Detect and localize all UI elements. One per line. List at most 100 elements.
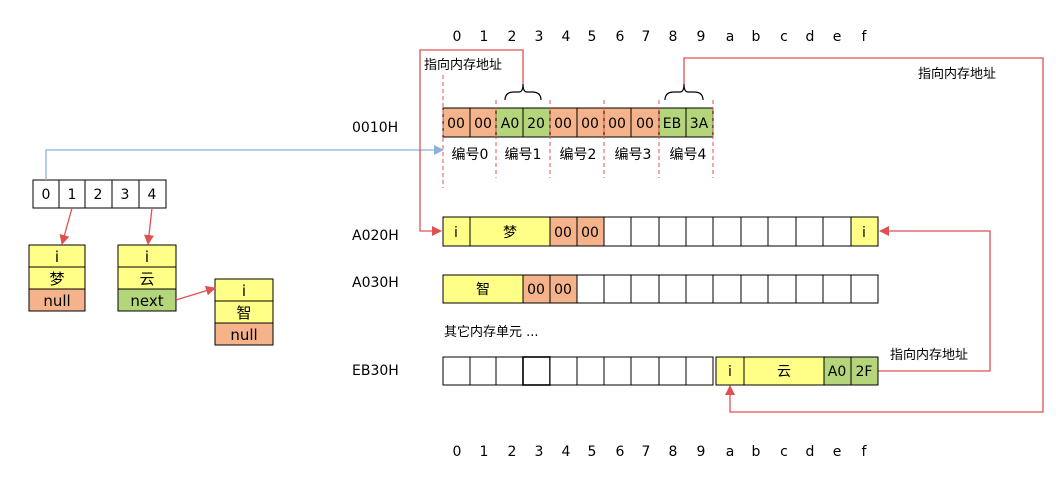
- memory-cell: [630, 107, 660, 138]
- hex-header-cell: 4: [562, 29, 571, 45]
- hex-header-cell: 7: [642, 444, 651, 460]
- node-meng: i 梦 null: [28, 244, 86, 312]
- memory-cell: [603, 107, 632, 138]
- node-field: 云: [139, 270, 154, 288]
- pointer-label: 指向内存地址: [424, 57, 502, 73]
- hex-header-cell: 7: [642, 29, 651, 45]
- index-array: [32, 179, 167, 209]
- hex-header-cell: c: [780, 444, 788, 460]
- index-label: 2: [94, 187, 103, 203]
- node-field: null: [43, 292, 70, 310]
- memory-value: 00: [447, 116, 465, 132]
- index-label: 4: [148, 187, 157, 203]
- row-0010-cells: [442, 107, 714, 138]
- node-arrows: [59, 207, 216, 301]
- node-field: 梦: [49, 270, 64, 288]
- brace-slot4: [664, 83, 704, 101]
- memory-value: i: [862, 225, 866, 241]
- memory-value: A0: [501, 116, 519, 132]
- hex-header-cell: f: [862, 444, 868, 460]
- memory-cell: [442, 107, 471, 138]
- node-field: i: [55, 248, 59, 266]
- hex-header-cell: 2: [508, 29, 517, 45]
- other-memory-units-label: 其它内存单元 ...: [444, 324, 539, 340]
- memory-cell: [576, 107, 605, 138]
- hex-header-cell: e: [833, 29, 842, 45]
- memory-cell: [685, 107, 714, 138]
- hex-header-cell: 0: [453, 444, 462, 460]
- memory-value: 00: [581, 225, 599, 241]
- hex-header-cell: 5: [588, 444, 597, 460]
- hex-header-bottom: 0 1 2 3 4 5 6 7 8 9 a b c d e f: [453, 444, 868, 460]
- slot-label: 编号2: [560, 147, 597, 163]
- memory-value: 00: [581, 116, 599, 132]
- arrow: [144, 207, 154, 245]
- hex-header-cell: 2: [508, 444, 517, 460]
- index-label: 1: [68, 187, 77, 203]
- array-to-hashtable-arrow: [45, 145, 444, 180]
- hex-header-cell: 8: [669, 444, 678, 460]
- hex-header-cell: e: [833, 444, 842, 460]
- memory-value: i: [454, 225, 458, 241]
- row-label: 0010H: [352, 120, 398, 136]
- node-field: i: [145, 248, 149, 266]
- slot4-to-EB30-arrow: [683, 57, 1044, 413]
- slot-label: 编号4: [670, 147, 707, 163]
- slot-label: 编号3: [615, 147, 652, 163]
- memory-value: 00: [474, 116, 492, 132]
- memory-cell: [658, 107, 687, 138]
- node-field: i: [242, 282, 246, 300]
- memory-value: 00: [527, 282, 545, 298]
- memory-value: 00: [636, 116, 654, 132]
- memory-value: 00: [554, 282, 572, 298]
- index-array-labels: 0 1 2 3 4: [42, 187, 157, 203]
- row-A020-values: i 梦 00 00 i: [454, 225, 866, 241]
- hex-header-cell: 4: [562, 444, 571, 460]
- hex-header-cell: 5: [588, 29, 597, 45]
- memory-value: 3A: [690, 116, 709, 132]
- memory-value: EB: [663, 116, 681, 132]
- hex-header-cell: 0: [453, 29, 462, 45]
- hex-header-cell: a: [726, 444, 735, 460]
- hex-header-cell: 9: [697, 29, 706, 45]
- memory-value: 云: [777, 364, 791, 380]
- row-A030-cells: [442, 274, 879, 304]
- memory-value: 2F: [856, 364, 873, 380]
- memory-value: 智: [476, 282, 490, 298]
- hex-header-cell: 8: [669, 29, 678, 45]
- row-0010-values: 00 00 A0 20 00 00 00 00 EB 3A: [447, 116, 709, 132]
- hex-header-cell: 3: [535, 444, 544, 460]
- slot-labels: 编号0 编号1 编号2 编号3 编号4: [452, 147, 707, 163]
- row-label: A020H: [352, 228, 399, 244]
- hex-header-cell: b: [752, 444, 761, 460]
- index-cell: [84, 179, 113, 209]
- hex-header-cell: d: [806, 444, 815, 460]
- node-field: 智: [236, 304, 251, 322]
- brace-slot1: [504, 83, 542, 101]
- memory-cell: [549, 107, 578, 138]
- slot-label: 编号1: [505, 147, 542, 163]
- arrow: [59, 207, 73, 245]
- node-yun: i 云 next: [117, 244, 177, 312]
- hex-header-cell: 6: [616, 29, 625, 45]
- memory-cell: [522, 107, 551, 138]
- memory-value: 00: [608, 116, 626, 132]
- hex-header-cell: d: [806, 29, 815, 45]
- hex-header-cell: 1: [480, 444, 489, 460]
- memory-value: 梦: [503, 225, 517, 241]
- index-cell: [32, 179, 60, 209]
- row-label: A030H: [352, 275, 399, 291]
- arrow: [175, 285, 216, 301]
- row-label: EB30H: [352, 363, 399, 379]
- hex-header-cell: c: [780, 29, 788, 45]
- index-label: 3: [121, 187, 130, 203]
- pointer-label: 指向内存地址: [918, 66, 996, 82]
- memory-value: 00: [554, 116, 572, 132]
- next-pointer-arrow: [878, 226, 991, 372]
- hex-header-cell: 9: [697, 444, 706, 460]
- index-label: 0: [42, 187, 51, 203]
- pointer-label: 指向内存地址: [890, 347, 968, 363]
- hex-header-cell: 3: [535, 29, 544, 45]
- node-field: null: [230, 326, 257, 344]
